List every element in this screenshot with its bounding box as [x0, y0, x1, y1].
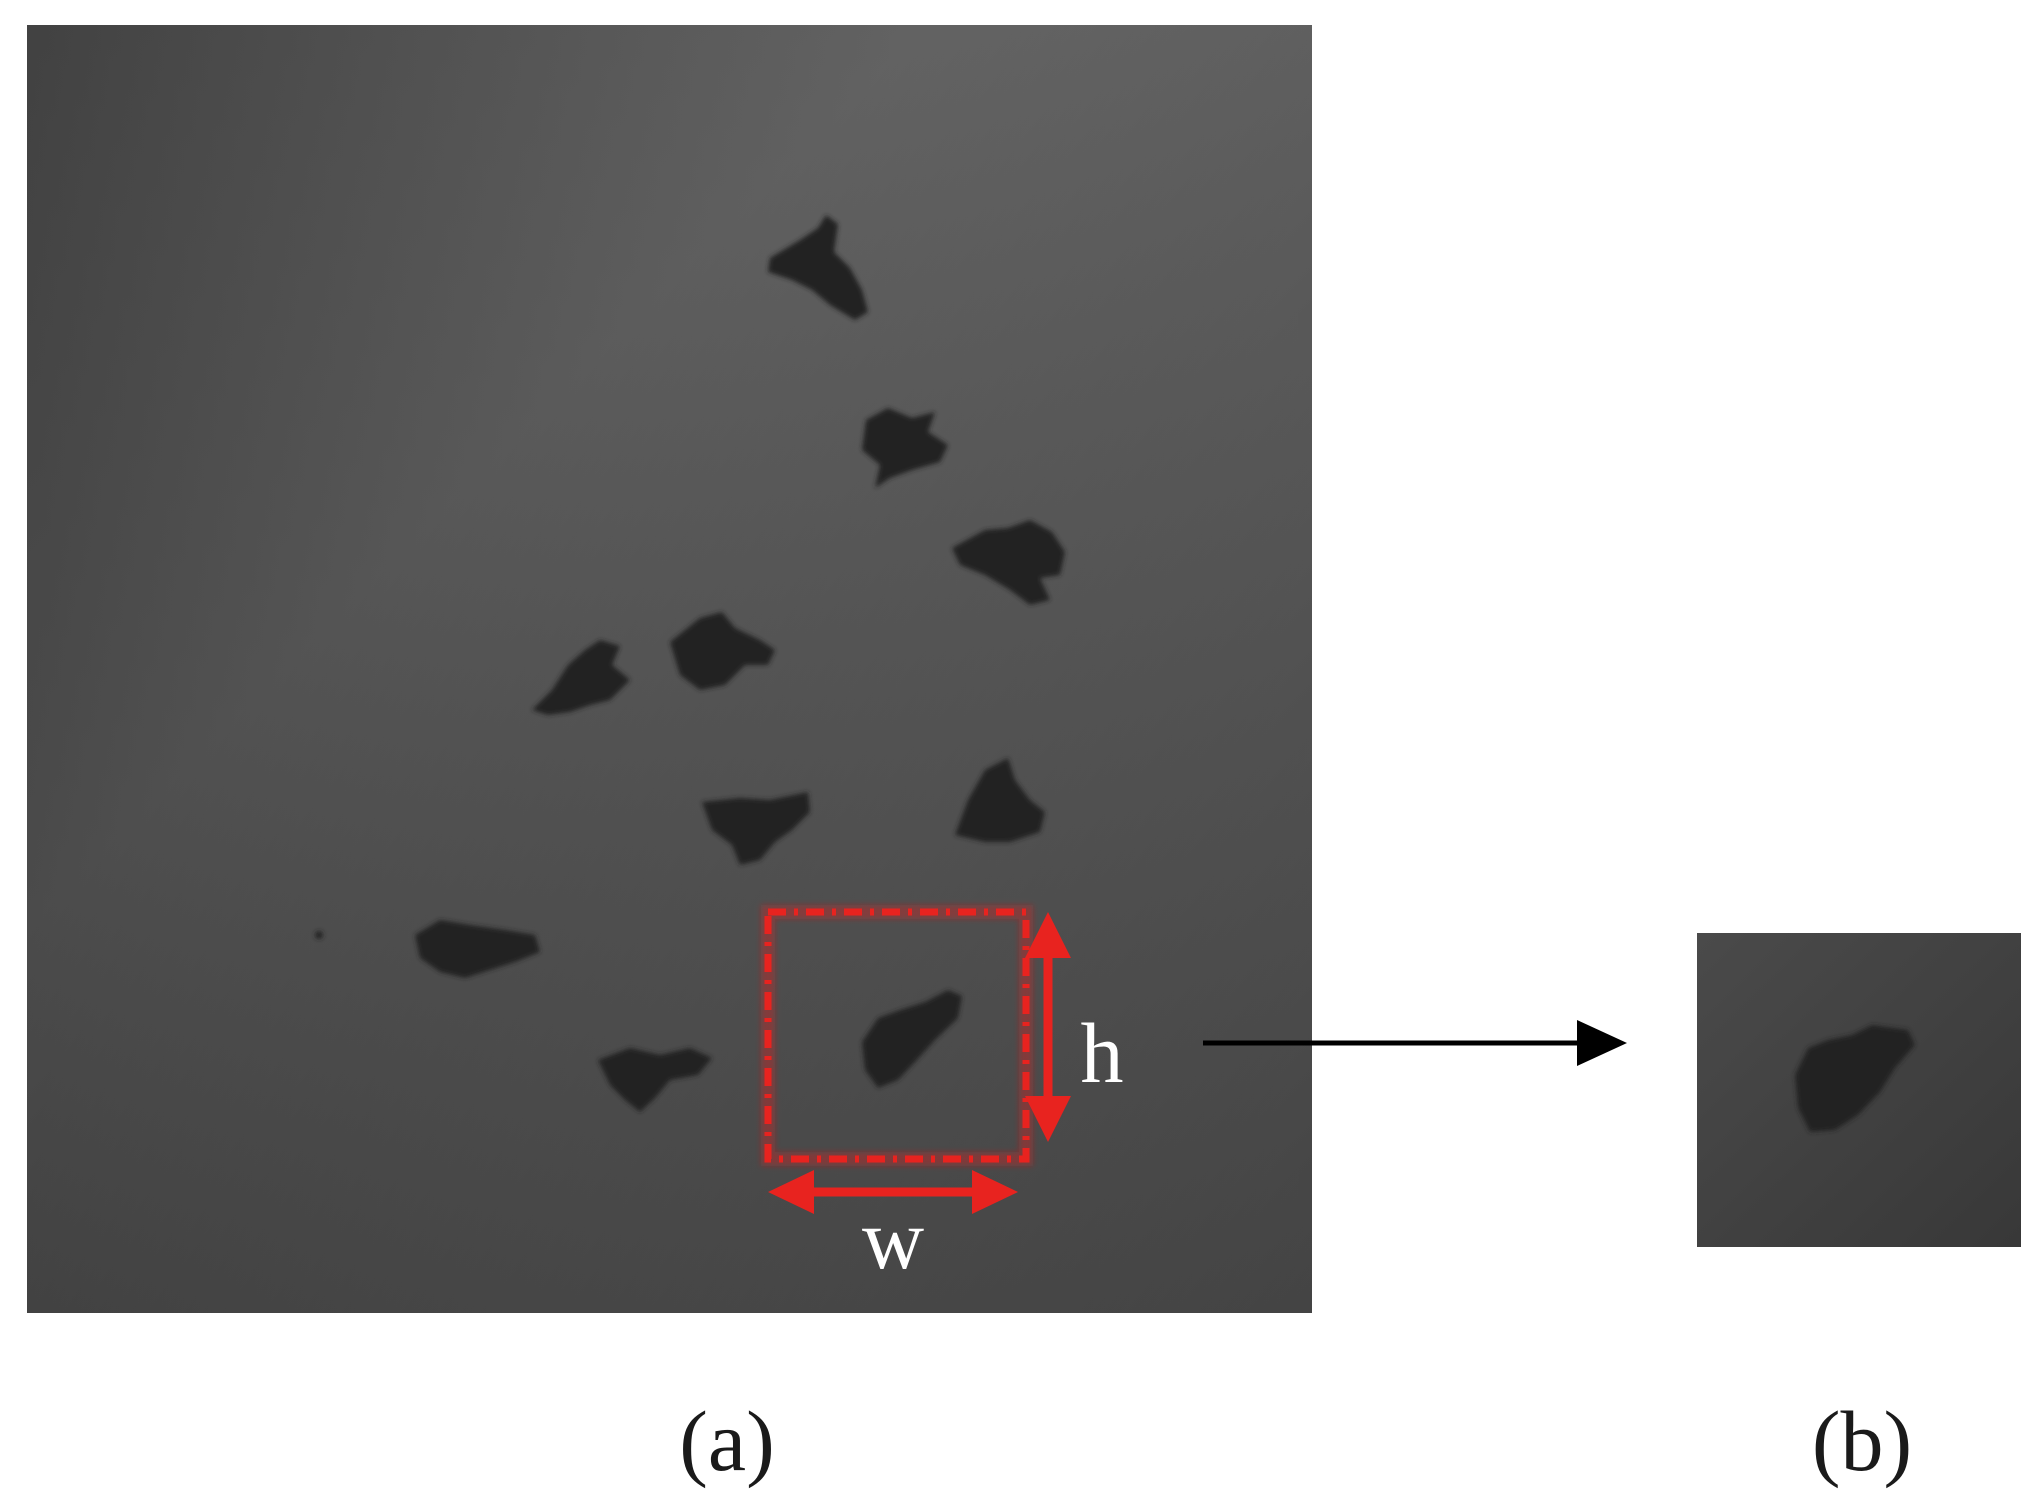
- particle-6: [702, 792, 810, 865]
- crop-arrow: [1203, 1020, 1627, 1066]
- particle-8: [415, 920, 540, 978]
- particle-7: [955, 758, 1045, 842]
- caption-b: (b): [1812, 1393, 1912, 1489]
- particle-2: [862, 408, 948, 488]
- cropped-particle: [1795, 1025, 1915, 1132]
- bounding-box: [761, 905, 1033, 1166]
- panel-a-image: h w: [27, 25, 1312, 1313]
- caption-a: (a): [679, 1393, 774, 1489]
- particle-1: [768, 215, 868, 320]
- width-label: w: [862, 1191, 924, 1287]
- particles: [315, 215, 1065, 1112]
- particle-11: [315, 931, 323, 939]
- particle-10: [862, 990, 962, 1088]
- panel-b-image: [1697, 933, 2021, 1247]
- particle-4: [670, 612, 775, 690]
- particle-3: [952, 520, 1065, 605]
- height-label: h: [1081, 1005, 1124, 1101]
- width-arrow: [768, 1170, 1018, 1214]
- panel-a-shading: [27, 25, 1312, 1313]
- height-arrow: [1025, 912, 1071, 1142]
- particle-5: [532, 640, 630, 715]
- bounding-box-dashed: [764, 908, 1030, 1163]
- particle-9: [598, 1048, 712, 1112]
